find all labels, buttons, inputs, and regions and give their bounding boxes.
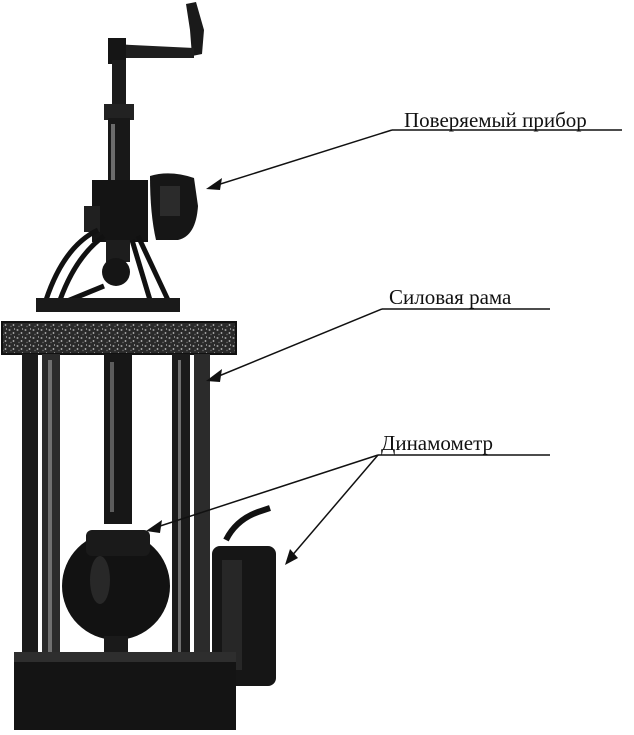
table-plate [1, 298, 237, 355]
label-dynamometer: Динамометр [381, 431, 494, 455]
lead-screw [104, 60, 134, 188]
dynamometer-indicator [212, 505, 276, 686]
label-power-frame: Силовая рама [389, 285, 512, 309]
dynamometer-body [62, 530, 170, 666]
base-plate [14, 652, 236, 730]
device-under-test [84, 173, 198, 286]
callout-device [206, 129, 622, 190]
callout-dynamometer [146, 454, 550, 565]
callout-frame [206, 308, 550, 382]
crank-handle [108, 2, 204, 64]
power-frame-columns [22, 354, 210, 698]
central-rod [104, 354, 132, 524]
label-device-under-test: Поверяемый прибор [404, 108, 587, 132]
